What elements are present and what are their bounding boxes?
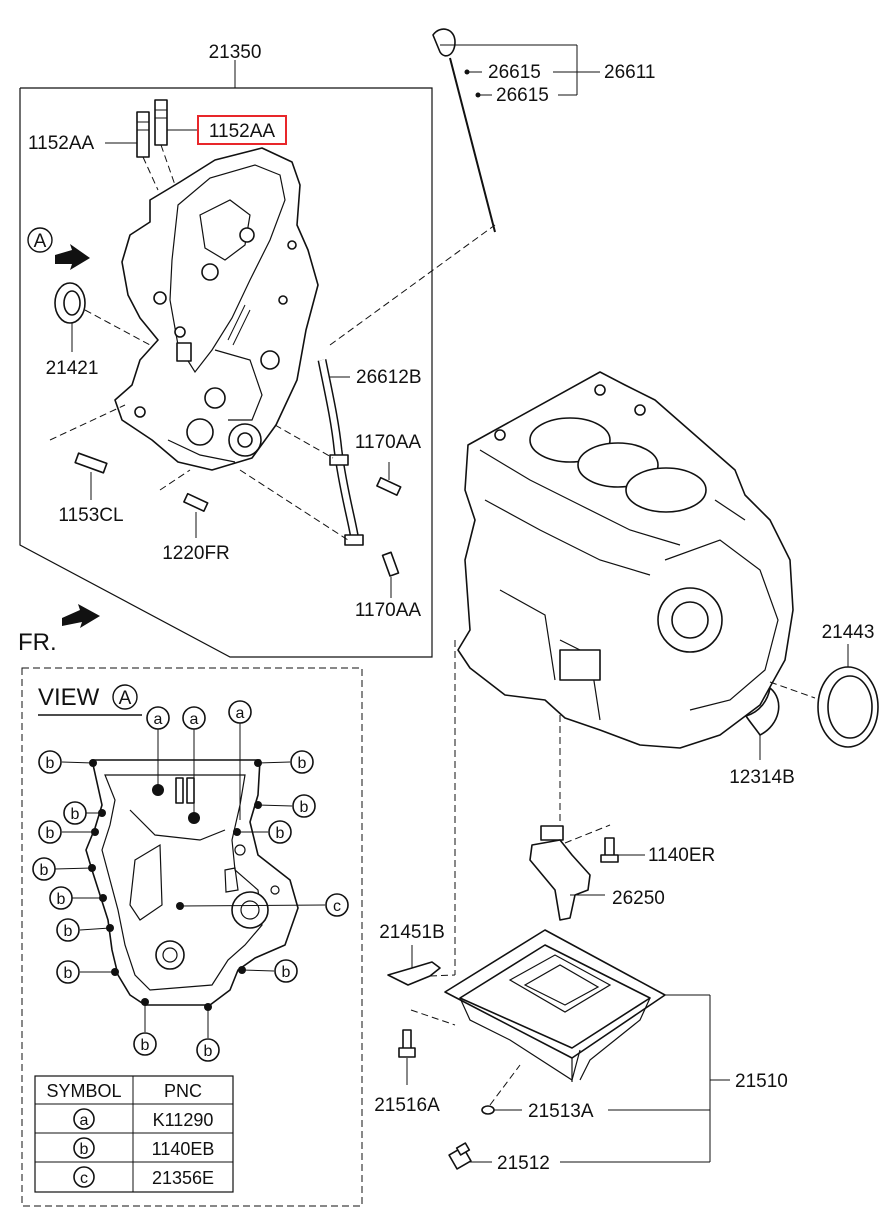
view-a-panel: VIEW A	[21, 667, 363, 1207]
tube-bolt-upper	[376, 462, 402, 496]
timing-cover-frame: 21350	[19, 42, 433, 658]
svg-text:c: c	[333, 898, 341, 915]
callout-b-8: b	[49, 886, 73, 910]
svg-text:b: b	[40, 862, 49, 879]
label-21512: 21512	[497, 1153, 550, 1174]
callout-b-1: b	[38, 750, 62, 774]
callout-b-11: b	[274, 959, 298, 983]
table-header-symbol: SYMBOL	[46, 1081, 121, 1101]
table-row: a K11290	[73, 1108, 214, 1130]
table-row: c 21356E	[73, 1166, 214, 1188]
label-1140ER: 1140ER	[648, 845, 715, 866]
label-21350: 21350	[209, 42, 262, 63]
label-21510: 21510	[735, 1071, 788, 1092]
svg-text:a: a	[236, 705, 245, 722]
front-direction-marker: FR.	[18, 604, 100, 656]
label-21451B: 21451B	[379, 922, 445, 943]
dipstick	[432, 28, 600, 233]
svg-text:b: b	[282, 964, 291, 981]
svg-text:b: b	[46, 755, 55, 772]
svg-text:b: b	[298, 755, 307, 772]
label-26611: 26611	[604, 62, 655, 83]
highlight-box	[197, 115, 287, 145]
svg-text:b: b	[46, 825, 55, 842]
drain-gasket	[481, 1064, 710, 1115]
tube-bolt-lower	[381, 551, 400, 598]
label-1170AA-lower: 1170AA	[355, 600, 422, 621]
cylinder-block	[454, 371, 816, 975]
callout-a-1: a	[146, 706, 170, 730]
svg-text:a: a	[154, 711, 163, 728]
table-row: b 1140EB	[73, 1137, 215, 1159]
label-26250: 26250	[612, 888, 665, 909]
row-symbol: b	[80, 1141, 89, 1158]
label-1153CL: 1153CL	[58, 505, 123, 526]
label-1170AA-upper: 1170AA	[355, 432, 422, 453]
callout-b-10: b	[56, 960, 80, 984]
row-pnc: 21356E	[152, 1168, 214, 1188]
callout-b-9: b	[56, 918, 80, 942]
view-letter: A	[119, 688, 132, 709]
oil-pan-bolt	[398, 1009, 456, 1085]
svg-text:b: b	[204, 1043, 213, 1060]
callout-b-7: b	[32, 857, 56, 881]
dipstick-tube	[239, 224, 496, 546]
label-21443: 21443	[822, 622, 875, 643]
svg-text:b: b	[276, 825, 285, 842]
stud-bottom	[49, 404, 126, 500]
svg-text:b: b	[300, 799, 309, 816]
oil-pan	[444, 929, 730, 1162]
oil-strainer	[529, 824, 611, 921]
row-symbol: a	[80, 1112, 89, 1129]
front-seal	[54, 282, 151, 352]
callout-b-2: b	[290, 750, 314, 774]
label-1220FR: 1220FR	[162, 543, 230, 564]
label-21421: 21421	[46, 358, 99, 379]
row-pnc: K11290	[153, 1110, 214, 1130]
callout-b-6: b	[268, 820, 292, 844]
view-a-letter: A	[34, 231, 47, 252]
view-a-arrow: A	[27, 227, 90, 270]
label-26612B: 26612B	[356, 367, 422, 388]
svg-text:b: b	[71, 806, 80, 823]
label-21513A: 21513A	[528, 1101, 594, 1122]
strainer-bolt	[600, 837, 645, 863]
drain-plug	[448, 1142, 710, 1170]
label-26615-lower: 26615	[496, 85, 549, 106]
svg-text:b: b	[64, 923, 73, 940]
table-header-pnc: PNC	[164, 1081, 202, 1101]
stud-pair	[105, 99, 198, 191]
rear-seal	[817, 644, 879, 748]
label-1152AA-highlighted: 1152AA	[209, 121, 276, 142]
callout-b-4: b	[63, 801, 87, 825]
callout-b-12: b	[133, 1032, 157, 1056]
fr-label: FR.	[18, 629, 57, 656]
bearing-cap	[745, 687, 780, 760]
callout-c-1: c	[325, 893, 349, 917]
label-1152AA-left: 1152AA	[28, 133, 95, 154]
callout-leaders	[54, 722, 326, 1038]
svg-text:b: b	[64, 965, 73, 982]
label-12314B: 12314B	[729, 767, 795, 788]
timing-cover	[114, 147, 319, 471]
svg-text:b: b	[57, 891, 66, 908]
row-pnc: 1140EB	[152, 1139, 215, 1159]
callout-a-2: a	[182, 706, 206, 730]
svg-text:a: a	[190, 711, 199, 728]
callout-b-13: b	[196, 1038, 220, 1062]
callout-a-3: a	[228, 700, 252, 724]
bolt-bottom	[159, 469, 209, 538]
symbol-table: SYMBOL PNC a K11290 b 1140EB c 21356E	[34, 1075, 234, 1193]
row-symbol: c	[80, 1170, 88, 1187]
view-title: VIEW	[38, 684, 100, 711]
svg-text:b: b	[141, 1037, 150, 1054]
label-26615-upper: 26615	[488, 62, 541, 83]
sealant-tube	[387, 945, 456, 986]
callout-b-3: b	[292, 794, 316, 818]
label-21516A: 21516A	[374, 1095, 440, 1116]
callout-b-5: b	[38, 820, 62, 844]
